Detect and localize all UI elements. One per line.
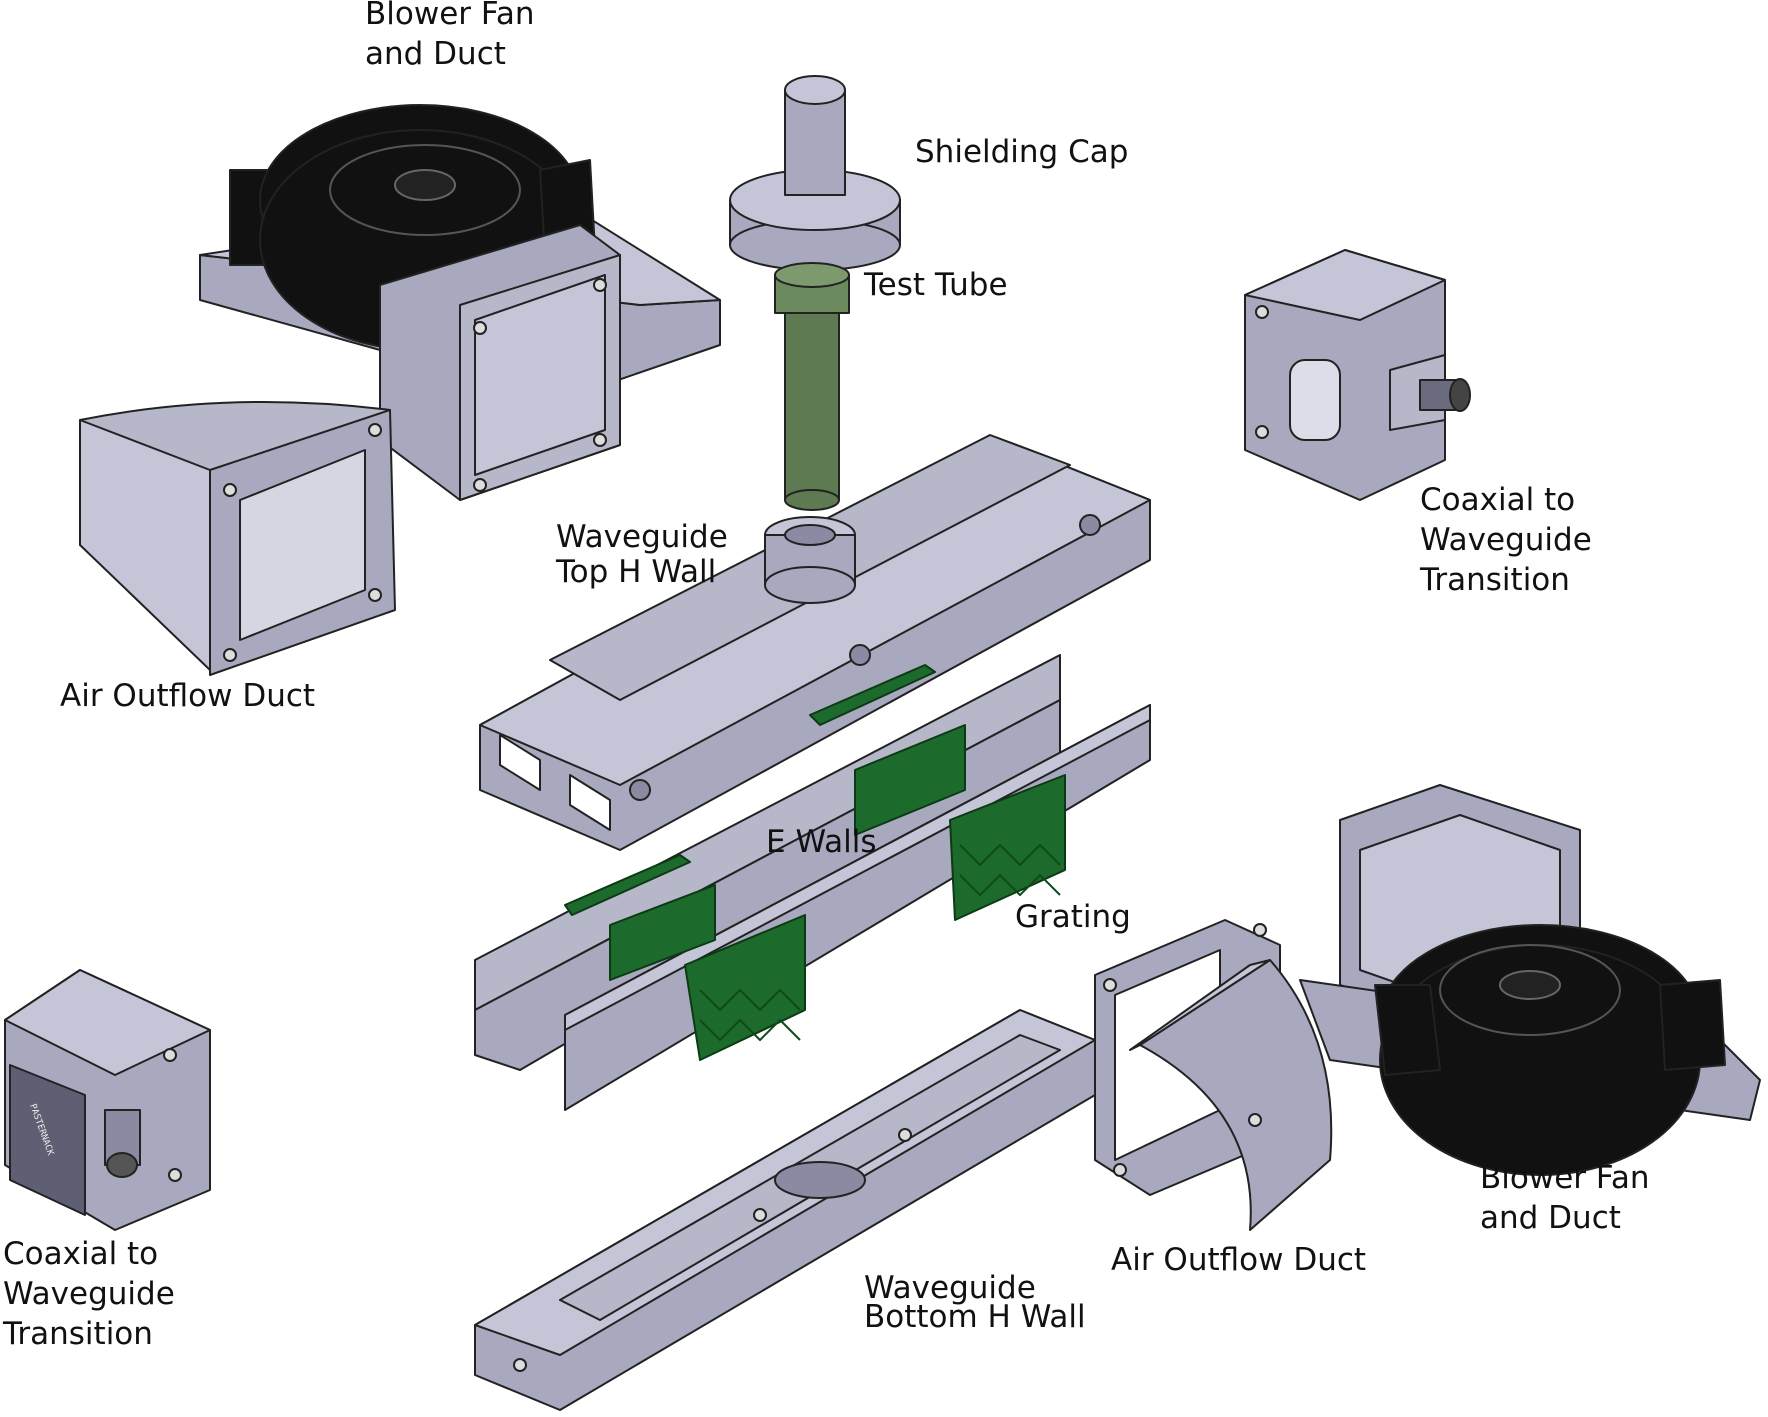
test-tube-part: [774, 262, 850, 511]
air-outflow-duct-right-part: [1094, 919, 1333, 1231]
label-coax-top-2: Waveguide: [1420, 522, 1592, 558]
label-grating: Grating: [1015, 899, 1131, 935]
coax-transition-bottom-part: PASTERNACK: [4, 969, 211, 1231]
blower-fan-top-part: [199, 104, 721, 501]
label-coax-top-1: Coaxial to: [1420, 482, 1576, 518]
label-waveguide-bottom-2: Bottom H Wall: [864, 1299, 1086, 1335]
label-blower-fan-top-1: Blower Fan: [365, 0, 535, 32]
grating-part: [564, 664, 1066, 1061]
label-blower-fan-bottom-1: Blower Fan: [1480, 1160, 1650, 1196]
label-shielding-cap: Shielding Cap: [915, 134, 1129, 170]
label-blower-fan-bottom-2: and Duct: [1480, 1200, 1621, 1236]
label-air-outflow-left: Air Outflow Duct: [60, 678, 316, 714]
label-waveguide-bottom-1: Waveguide: [864, 1270, 1036, 1306]
label-test-tube: Test Tube: [864, 267, 1008, 303]
label-waveguide-top-2: Top H Wall: [556, 554, 717, 590]
shielding-cap-part: [729, 75, 901, 271]
label-coax-bottom-3: Transition: [3, 1316, 153, 1352]
waveguide-bottom-wall-part: [474, 1009, 1096, 1411]
label-coax-top-3: Transition: [1420, 562, 1570, 598]
label-blower-fan-top-2: and Duct: [365, 36, 506, 72]
waveguide-top-wall-part: [479, 434, 1151, 851]
label-coax-bottom-2: Waveguide: [3, 1276, 175, 1312]
label-e-walls: E Walls: [766, 824, 877, 860]
coax-transition-top-part: [1244, 249, 1471, 501]
label-coax-bottom-1: Coaxial to: [3, 1236, 159, 1272]
label-air-outflow-right: Air Outflow Duct: [1111, 1242, 1367, 1278]
air-outflow-duct-left-part: [79, 401, 396, 676]
blower-fan-bottom-part: [1299, 784, 1761, 1176]
label-waveguide-top-1: Waveguide: [556, 519, 728, 555]
